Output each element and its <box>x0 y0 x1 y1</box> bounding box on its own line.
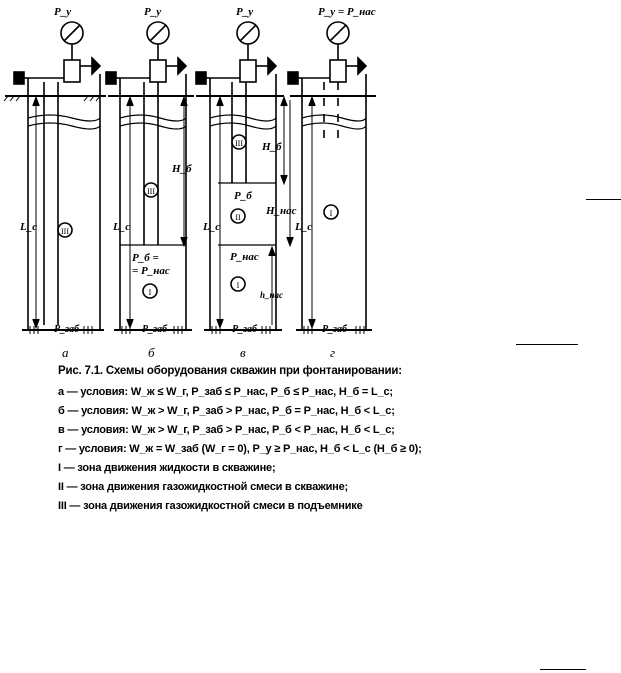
caption-line-c: в — условия: W_ж > W_г, P_заб > P_нас, P… <box>58 424 395 436</box>
panel-c-top-label: P_у <box>236 6 253 18</box>
margin-rule <box>540 669 586 670</box>
panel-b-side-label: L_с <box>112 221 130 233</box>
panel-c-zone-middle: II <box>235 213 241 222</box>
panel-b-top-label: P_у <box>144 6 161 18</box>
panel-b-pressure-1: P_б = <box>132 252 159 264</box>
caption-zone-3: III — зона движения газожидкостной смеси… <box>58 500 363 512</box>
panel-c-zone-lower: I <box>237 281 240 290</box>
panel-d-top-label: P_у = P_нас <box>318 6 376 18</box>
margin-rule <box>586 199 621 200</box>
panel-b-height-label: H_б <box>171 163 192 175</box>
panel-a-top-label: P_у <box>54 6 71 18</box>
panel-c-zone-upper: III <box>235 139 243 148</box>
panel-a-side-label: L_с <box>19 221 37 233</box>
panel-c-height-3: h_нас <box>260 290 283 300</box>
panel-b-zone-upper: III <box>147 187 155 196</box>
caption-line-b: б — условия: W_ж > W_г, P_заб > P_нас, P… <box>58 405 395 417</box>
panel-c-height-2: H_нас <box>265 205 297 217</box>
caption-zone-2: II — зона движения газожидкостной смеси … <box>58 481 349 493</box>
panel-c-side-label: L_с <box>202 221 220 233</box>
panel-b-letter: б <box>148 345 155 360</box>
figure-caption-title: Рис. 7.1. Схемы оборудования скважин при… <box>58 365 402 377</box>
panel-c-pressure-b: P_б <box>234 190 252 202</box>
margin-rule <box>516 344 578 345</box>
panel-c-letter: в <box>240 345 246 360</box>
caption-line-d: г — условия: W_ж = W_заб (W_г = 0), P_у … <box>58 443 422 455</box>
well-schematics-figure: P_у P_у P_у P_у = P_нас L_с L_с L_с L_с … <box>3 6 376 360</box>
panel-d-side-label: L_с <box>294 221 312 233</box>
panel-c-pressure-nas: P_нас <box>230 251 259 263</box>
panel-a <box>3 21 106 334</box>
panel-d <box>287 21 376 334</box>
panel-d-bottom-label: P_заб <box>322 324 348 335</box>
panel-c <box>195 21 294 334</box>
caption-zone-1: I — зона движения жидкости в скважине; <box>58 462 276 474</box>
panel-a-zone: III <box>61 227 69 236</box>
panel-b <box>105 21 194 334</box>
panel-d-zone: I <box>330 209 333 218</box>
panel-b-pressure-2: = P_нас <box>132 265 170 277</box>
panel-b-zone-lower: I <box>149 288 152 297</box>
panel-a-letter: а <box>62 345 69 360</box>
panel-d-letter: г <box>330 345 335 360</box>
panel-b-bottom-label: P_заб <box>142 324 168 335</box>
panel-c-bottom-label: P_заб <box>232 324 258 335</box>
caption-line-a: а — условия: W_ж ≤ W_г, P_заб ≤ P_нас, P… <box>58 386 393 398</box>
panel-a-bottom-label: P_заб <box>54 324 80 335</box>
panel-c-height-1: H_б <box>261 141 282 153</box>
